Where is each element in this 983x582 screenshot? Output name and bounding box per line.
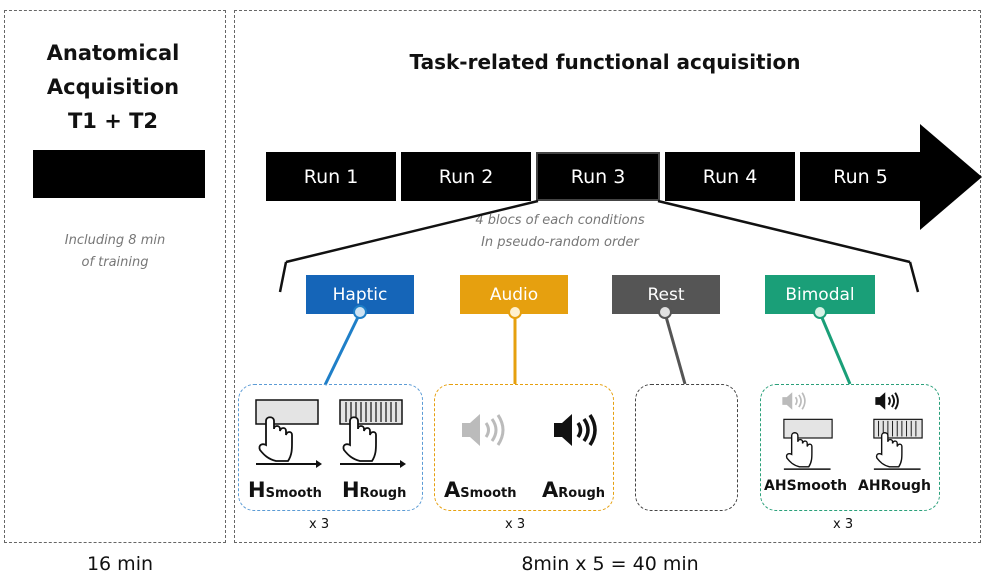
bimodal-group — [760, 384, 940, 511]
rough-surface-touch-icon — [339, 399, 406, 468]
bimodal-quiet-speaker-icon — [782, 392, 806, 410]
functional-title: Task-related functional acquisition — [409, 50, 801, 74]
functional-panel — [234, 10, 981, 543]
anatomical-panel — [4, 10, 226, 543]
bimodal-loud-speaker-icon — [875, 392, 899, 410]
stimulus-label-h-rough: HRough — [342, 478, 407, 502]
quiet-speaker-icon — [462, 414, 505, 446]
haptic-repeat: x 3 — [309, 517, 330, 532]
bimodal-dot-icon — [813, 305, 827, 319]
stimulus-label-h-smooth: HSmooth — [248, 478, 322, 502]
smooth-surface-touch-icon — [255, 399, 322, 468]
stimulus-label-ah-smooth: AHSmooth — [764, 478, 848, 494]
stimulus-label-a-rough: ARough — [542, 478, 606, 502]
audio-group — [434, 384, 614, 511]
rest-group — [635, 384, 738, 511]
bimodal-repeat: x 3 — [833, 517, 854, 532]
bloc-note: 4 blocs of each conditions In pseudo-ran… — [475, 213, 645, 250]
haptic-group — [238, 384, 423, 511]
bimodal-smooth-touch-icon — [783, 418, 833, 470]
stimulus-label-a-smooth: ASmooth — [444, 478, 517, 502]
condition-rest: Rest — [612, 275, 720, 314]
bimodal-rough-touch-icon — [873, 418, 923, 470]
condition-haptic: Haptic — [306, 275, 414, 314]
run-3: Run 3 — [536, 152, 660, 201]
stimulus-label-ah-rough: AHRough — [858, 478, 931, 494]
audio-dot-icon — [508, 305, 522, 319]
anatomical-title: Anatomical Acquisition T1 + T2 — [46, 41, 180, 133]
anatomical-note: Including 8 min of training — [64, 233, 166, 270]
loud-speaker-icon — [554, 414, 597, 446]
anatomical-bar — [33, 150, 205, 198]
audio-repeat: x 3 — [505, 517, 526, 532]
functional-duration: 8min x 5 = 40 min — [521, 553, 699, 575]
rest-dot-icon — [658, 305, 672, 319]
run-4: Run 4 — [665, 152, 795, 201]
haptic-dot-icon — [353, 305, 367, 319]
run-5: Run 5 — [800, 152, 921, 201]
run-1: Run 1 — [266, 152, 396, 201]
anatomical-duration: 16 min — [86, 553, 154, 575]
run-2: Run 2 — [401, 152, 531, 201]
timeline-arrow-icon — [920, 124, 982, 230]
condition-bimodal: Bimodal — [765, 275, 875, 314]
